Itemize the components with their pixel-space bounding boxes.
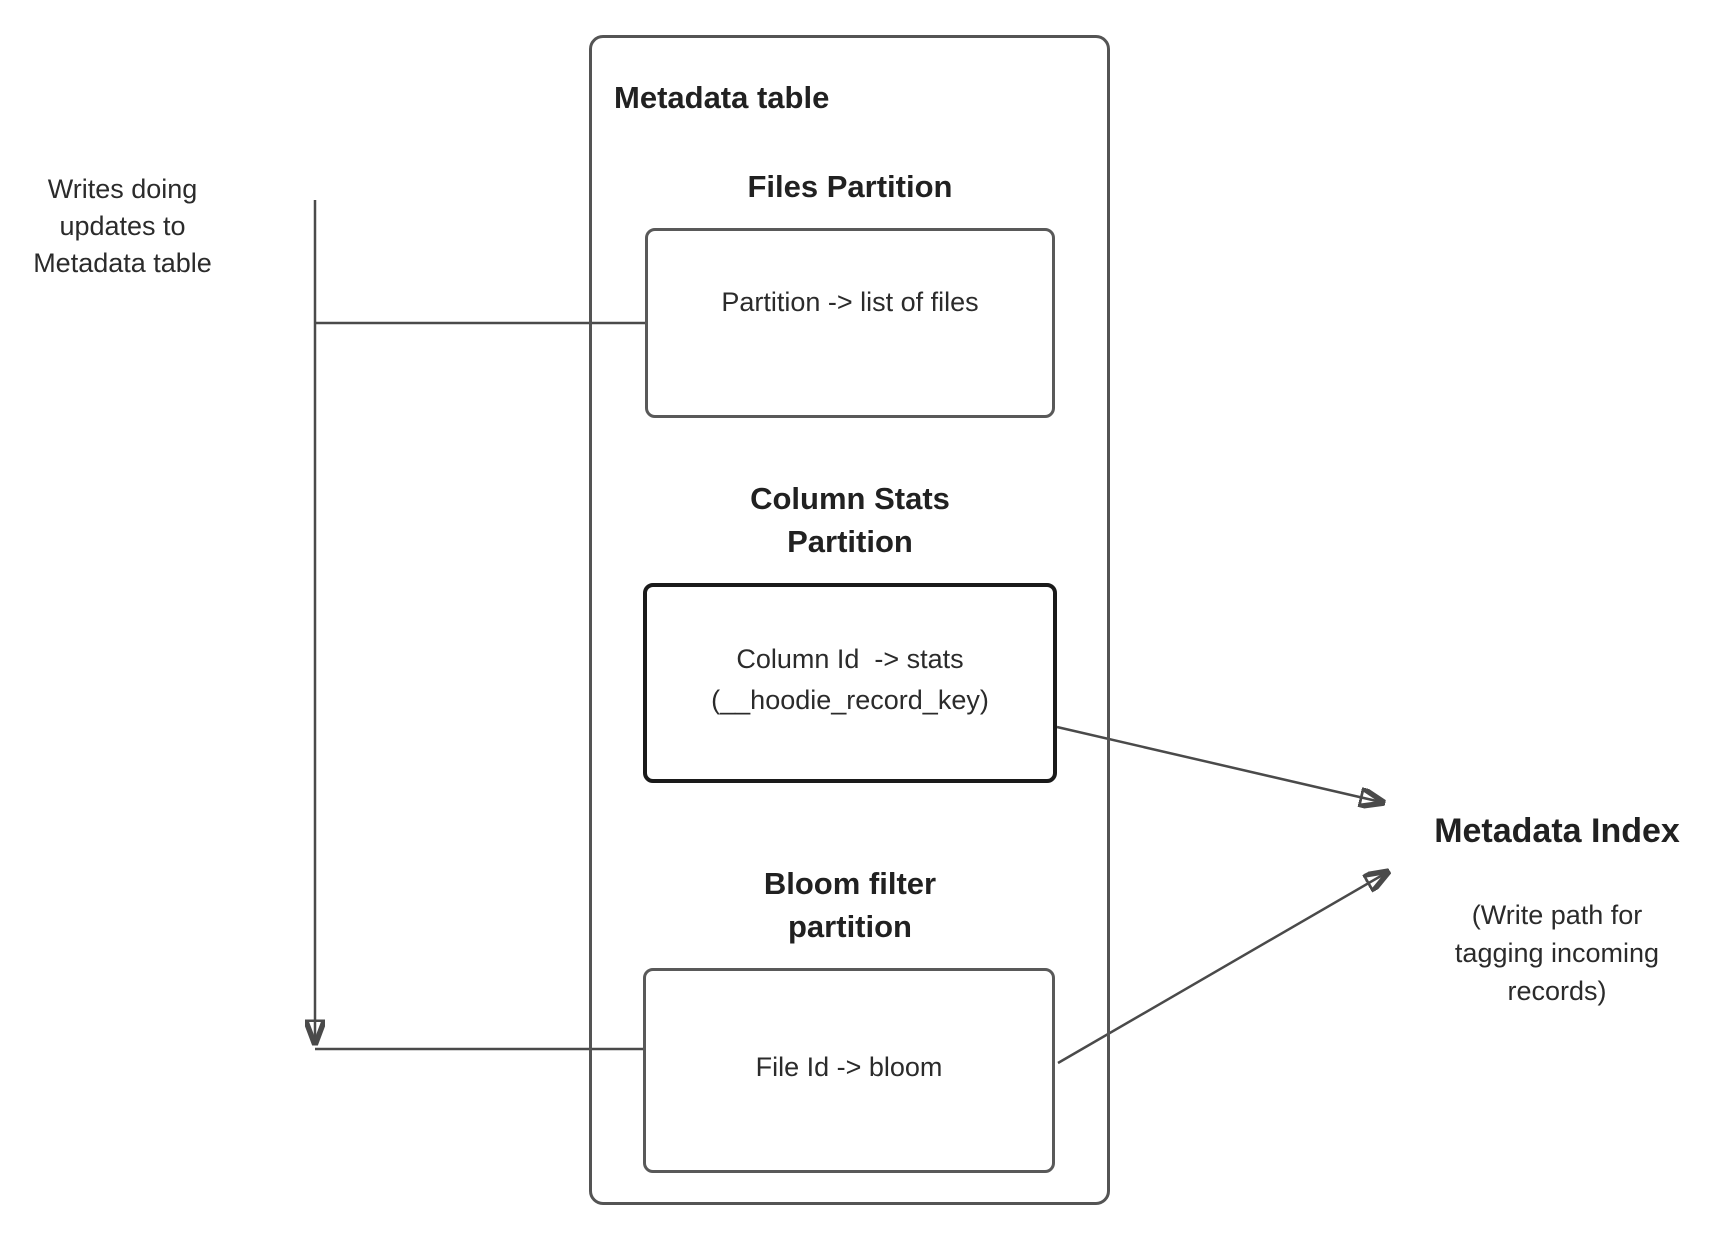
column-stats-box-line: (__hoodie_record_key) [711,685,989,715]
writes-note-line: Metadata table [33,248,212,278]
metadata-index-subtitle-line: tagging incoming [1454,938,1660,968]
bloom-filter-heading-line: partition [788,909,912,944]
column-stats-heading-line: Column Stats [750,481,950,516]
metadata-table-title: Metadata table [614,80,830,115]
files-partition-heading: Files Partition [747,169,953,204]
bloom-filter-partition-heading: Bloom filter partition [645,862,1055,948]
column-stats-partition-box: Column Id -> stats (__hoodie_record_key) [643,583,1057,783]
writes-note-line: Writes doing [47,174,198,204]
column-stats-partition-heading: Column Stats Partition [645,477,1055,563]
metadata-index-subtitle: (Write path for tagging incoming records… [1407,896,1707,1010]
writes-note: Writes doing updates to Metadata table [15,171,230,282]
metadata-index-subtitle-line: records) [1507,976,1607,1006]
bloom-filter-partition-box: File Id -> bloom [643,968,1055,1173]
metadata-table-box [589,35,1110,1205]
column-stats-heading-line: Partition [787,524,913,559]
files-partition-box-text: Partition -> list of files [721,287,979,317]
files-partition-box: Partition -> list of files [645,228,1055,418]
metadata-index-title: Metadata Index [1434,812,1680,850]
column-stats-box-line: Column Id -> stats [736,644,964,674]
metadata-index-subtitle-line: (Write path for [1471,900,1643,930]
bloom-filter-box-text: File Id -> bloom [755,1052,943,1082]
writes-note-line: updates to [59,211,186,241]
bloom-filter-heading-line: Bloom filter [763,866,937,901]
